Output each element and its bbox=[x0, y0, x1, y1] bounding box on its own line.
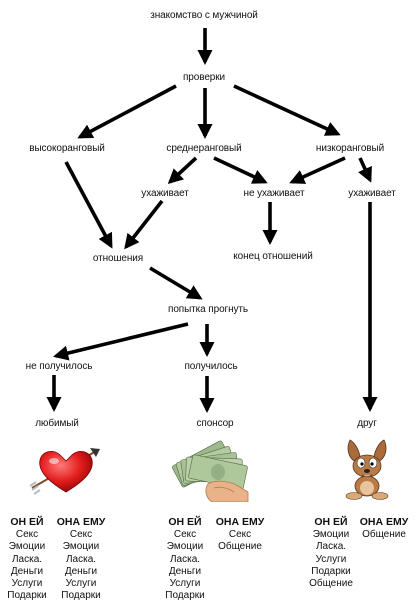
column-item: Подарки bbox=[61, 590, 101, 602]
column-item: Услуги bbox=[315, 553, 347, 565]
column-item: Ласка. bbox=[315, 541, 347, 553]
node-relationship: отношения bbox=[92, 253, 144, 264]
column-item: Эмоции bbox=[312, 529, 350, 541]
column-item: Секс bbox=[173, 529, 197, 541]
column-item: Эмоции bbox=[8, 541, 46, 553]
column-title: ОН ЕЙ bbox=[10, 516, 44, 528]
arrow-bend-to-fail bbox=[53, 322, 189, 361]
node-success: получилось bbox=[184, 361, 238, 372]
heart-with-arrow-icon bbox=[29, 448, 100, 495]
node-low-courts: ухаживает bbox=[348, 188, 396, 199]
column-item: Деньги bbox=[10, 565, 44, 577]
arrow-checks-to-high bbox=[77, 84, 177, 139]
arrow-courts-to-relationship bbox=[124, 199, 164, 250]
column-item: Эмоции bbox=[62, 541, 100, 553]
node-fail: не получилось bbox=[25, 361, 93, 372]
node-not-courts: не ухаживает bbox=[243, 188, 305, 199]
column-item: Секс bbox=[228, 529, 252, 541]
arrow-relationship-to-bend bbox=[149, 266, 203, 300]
column-item: Общение bbox=[309, 578, 353, 590]
node-checks: проверки bbox=[182, 72, 226, 83]
column-title: ОН ЕЙ bbox=[314, 516, 348, 528]
column-title: ОНА ЕМУ bbox=[56, 516, 106, 528]
node-sponsor: спонсор bbox=[196, 418, 234, 429]
node-start: знакомство с мужчиной bbox=[150, 10, 258, 21]
node-low-rank: низкоранговый bbox=[315, 143, 385, 154]
column-item: Эмоции bbox=[166, 541, 204, 553]
arrow-high-to-relationship bbox=[64, 161, 113, 249]
column-item: Деньги bbox=[168, 565, 202, 577]
node-friend: друг bbox=[357, 418, 377, 429]
column-item: Подарки bbox=[311, 565, 351, 577]
column-title: ОНА ЕМУ bbox=[215, 516, 265, 528]
arrow-low-to-notcourts bbox=[289, 156, 346, 184]
column-item: Услуги bbox=[11, 578, 43, 590]
money-in-hand-icon bbox=[172, 440, 249, 502]
node-mid-rank: среднеранговый bbox=[166, 143, 242, 154]
node-end-relationship: конец отношений bbox=[233, 251, 313, 262]
column-title: ОНА ЕМУ bbox=[359, 516, 409, 528]
column-title: ОН ЕЙ bbox=[168, 516, 202, 528]
column-item: Ласка. bbox=[65, 553, 97, 565]
cartoon-dog-icon bbox=[345, 439, 389, 500]
column-item: Подарки bbox=[7, 590, 47, 602]
column-friend-she-to-him: ОНА ЕМУ Общение bbox=[358, 516, 410, 541]
node-high-rank: высокоранговый bbox=[29, 143, 105, 154]
arrow-mid-to-notcourts bbox=[213, 156, 268, 184]
column-item: Общение bbox=[218, 541, 262, 553]
column-item: Услуги bbox=[65, 578, 97, 590]
arrow-low-to-courts bbox=[358, 157, 372, 183]
column-item: Ласка. bbox=[11, 553, 43, 565]
column-item: Ласка. bbox=[169, 553, 201, 565]
column-item: Секс bbox=[15, 529, 39, 541]
arrow-mid-to-courts bbox=[167, 156, 198, 185]
node-beloved: любимый bbox=[35, 418, 79, 429]
node-bend-attempt: попытка прогнуть bbox=[168, 304, 248, 315]
arrow-checks-to-low bbox=[233, 84, 341, 136]
column-item: Деньги bbox=[64, 565, 98, 577]
node-mid-courts: ухаживает bbox=[141, 188, 189, 199]
column-item: Общение bbox=[362, 529, 406, 541]
column-item: Секс bbox=[69, 529, 93, 541]
column-item: Услуги bbox=[169, 578, 201, 590]
column-item: Подарки bbox=[165, 590, 205, 602]
